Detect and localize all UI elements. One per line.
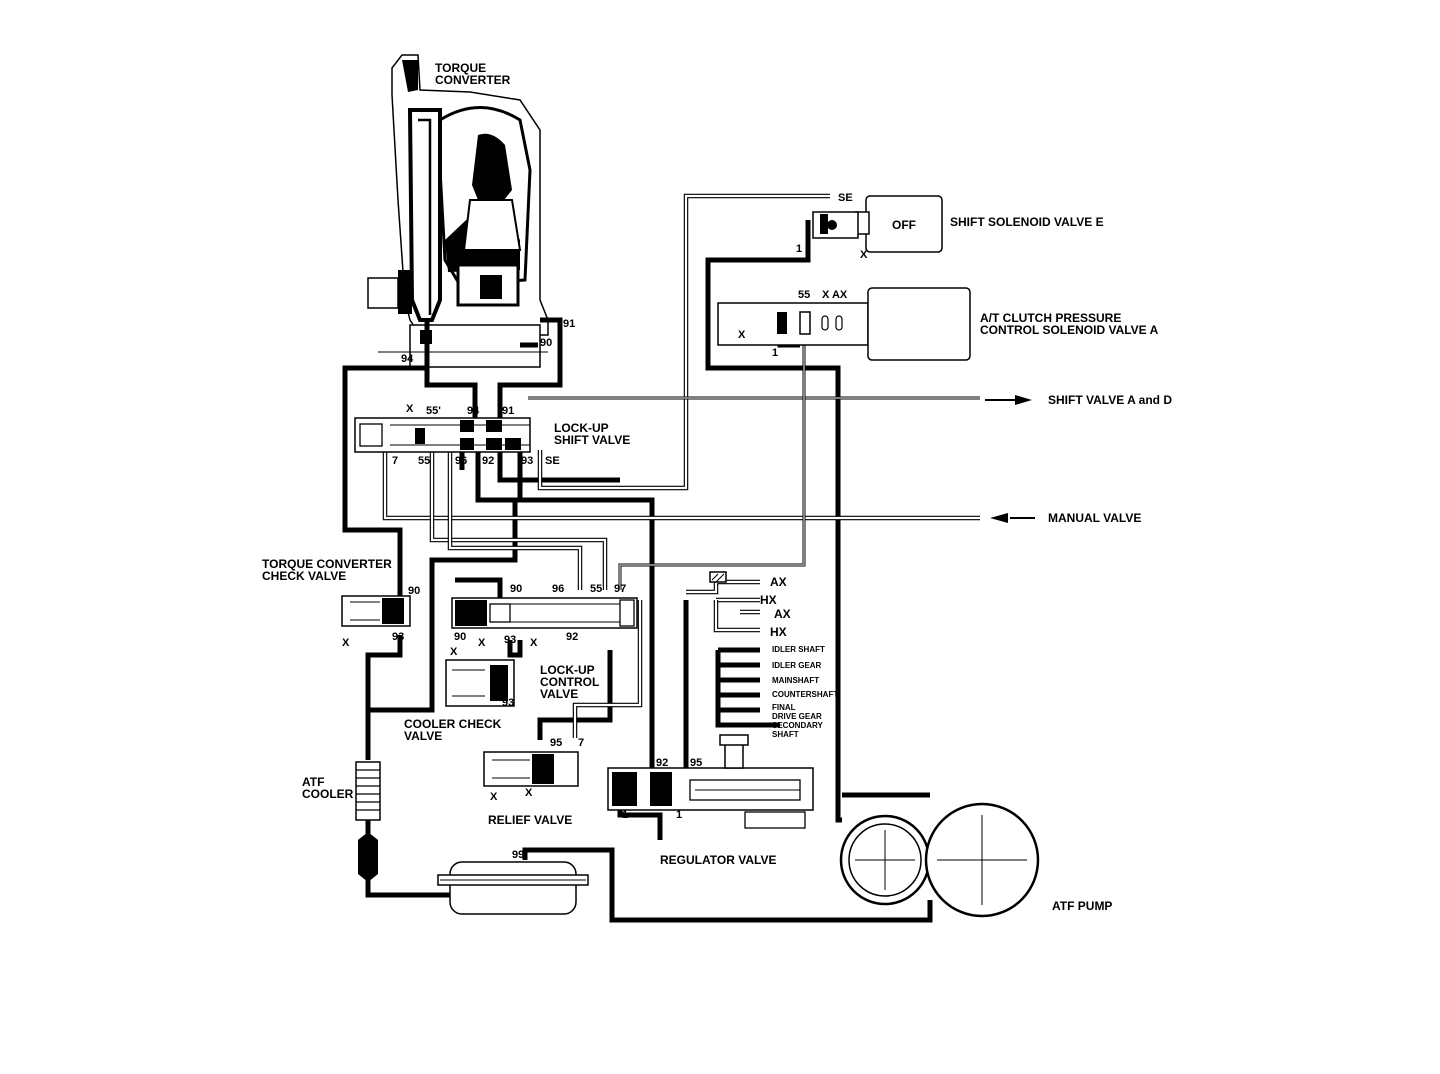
lube-ax1: AX [770,575,787,589]
tc-check-valve [341,595,411,627]
port-reg-95: 95 [690,757,702,769]
at-clutch-pressure-solenoid-a [717,287,971,361]
port-x-sol-e: X [860,249,868,261]
port-reg-92: 92 [656,757,668,769]
cooler-check-label-1: COOLER CHECK [404,717,502,731]
torque-converter-label-2: CONVERTER [435,73,511,87]
regulator-valve-label: REGULATOR VALVE [660,853,776,867]
lube-idler-shaft: IDLER SHAFT [772,645,825,654]
port-94-tc: 94 [401,353,414,365]
port-lus-91: 91 [502,405,514,417]
shift-solenoid-e-label: SHIFT SOLENOID VALVE E [950,215,1104,229]
tc-check-label-2: CHECK VALVE [262,569,346,583]
cooler-check-valve [445,659,515,707]
shift-solenoid-valve-e [812,195,943,253]
direction-arrows [985,395,1035,523]
port-lus-94: 94 [467,405,480,417]
port-luc-x3: X [450,646,458,658]
port-91-tc: 91 [563,318,575,330]
lube-ax2: AX [774,607,791,621]
lockup-control-valve [451,597,638,629]
atf-pump-label: ATF PUMP [1052,899,1112,913]
atf-cooler-label-2: COOLER [302,787,354,801]
exhaust-symbol [709,571,727,583]
lube-countershaft: COUNTERSHAFT [772,690,838,699]
pressure-lines [342,220,933,923]
port-rv-95: 95 [550,737,562,749]
lockup-shift-label-2: SHIFT VALVE [554,433,630,447]
port-luc-97: 97 [614,583,626,595]
lube-mainshaft: MAINSHAFT [772,676,819,685]
port-reg-1a: 1 [622,809,628,821]
lube-secondary-2: SHAFT [772,730,799,739]
lockup-control-label-3: VALVE [540,687,578,701]
relief-valve-label: RELIEF VALVE [488,813,572,827]
port-90-tc: 90 [540,337,552,349]
port-luc-55: 55 [590,583,602,595]
port-1-sol-e: 1 [796,243,802,255]
port-lus-55p: 55' [426,405,441,417]
port-reg-1b: 1 [676,809,682,821]
atf-cooler-label-1: ATF [302,775,324,789]
port-lus-se: SE [545,455,560,467]
lockup-shift-label-1: LOCK-UP [554,421,609,435]
cooler-check-label-2: VALVE [404,729,442,743]
manual-valve-label: MANUAL VALVE [1048,511,1141,525]
at-clutch-label-1: A/T CLUTCH PRESSURE [980,311,1121,325]
port-tcc-93: 93 [392,631,404,643]
port-luc-x2: X [530,637,538,649]
off-label: OFF [892,218,916,232]
port-tcc-90: 90 [408,585,420,597]
port-lus-x: X [406,403,414,415]
port-luc-96: 96 [552,583,564,595]
port-1-clutch: 1 [772,347,778,359]
port-rv-7: 7 [578,737,584,749]
lube-final-drive-2: DRIVE GEAR [772,712,822,721]
relief-valve [483,751,579,787]
port-xax-clutch: X AX [822,289,848,301]
torque-converter-label-1: TORQUE [435,61,486,75]
labels: TORQUE CONVERTER SHIFT SOLENOID VALVE E … [262,61,1172,913]
regulator-valve [607,734,814,829]
lockup-control-label-2: CONTROL [540,675,599,689]
signal-lines [382,193,980,738]
port-ccv-93: 93 [502,697,514,709]
port-lus-96: 96 [455,455,467,467]
port-x-clutch: X [738,329,746,341]
port-rv-x1: X [490,791,498,803]
port-tcc-x: X [342,637,350,649]
shift-valve-ad-label: SHIFT VALVE A and D [1048,393,1172,407]
lube-hx2: HX [770,625,787,639]
port-luc-x1: X [478,637,486,649]
atf-sump [437,861,589,915]
port-99: 99 [512,849,524,861]
tc-check-label-1: TORQUE CONVERTER [262,557,392,571]
port-lus-93: 93 [521,455,533,467]
port-luc-90a: 90 [510,583,522,595]
lube-idler-gear: IDLER GEAR [772,661,822,670]
atf-cooler [355,761,381,882]
port-luc-93: 93 [504,634,516,646]
port-luc-92: 92 [566,631,578,643]
lube-hx1: HX [760,593,777,607]
port-rv-x2: X [525,787,533,799]
port-se-top: SE [838,192,853,204]
torque-converter [367,54,549,368]
port-lus-55: 55 [418,455,430,467]
at-clutch-label-2: CONTROL SOLENOID VALVE A [980,323,1159,337]
port-labels: SE X 1 55 X AX X 1 91 90 94 X 55' 94 91 … [342,192,868,861]
atf-pump [839,802,1040,918]
port-luc-90b: 90 [454,631,466,643]
lube-final-drive-1: FINAL [772,703,796,712]
port-lus-7: 7 [392,455,398,467]
lockup-shift-valve [354,417,531,453]
lube-secondary-1: SECONDARY [772,721,823,730]
port-lus-92: 92 [482,455,494,467]
lockup-control-label-1: LOCK-UP [540,663,595,677]
port-55-clutch: 55 [798,289,810,301]
